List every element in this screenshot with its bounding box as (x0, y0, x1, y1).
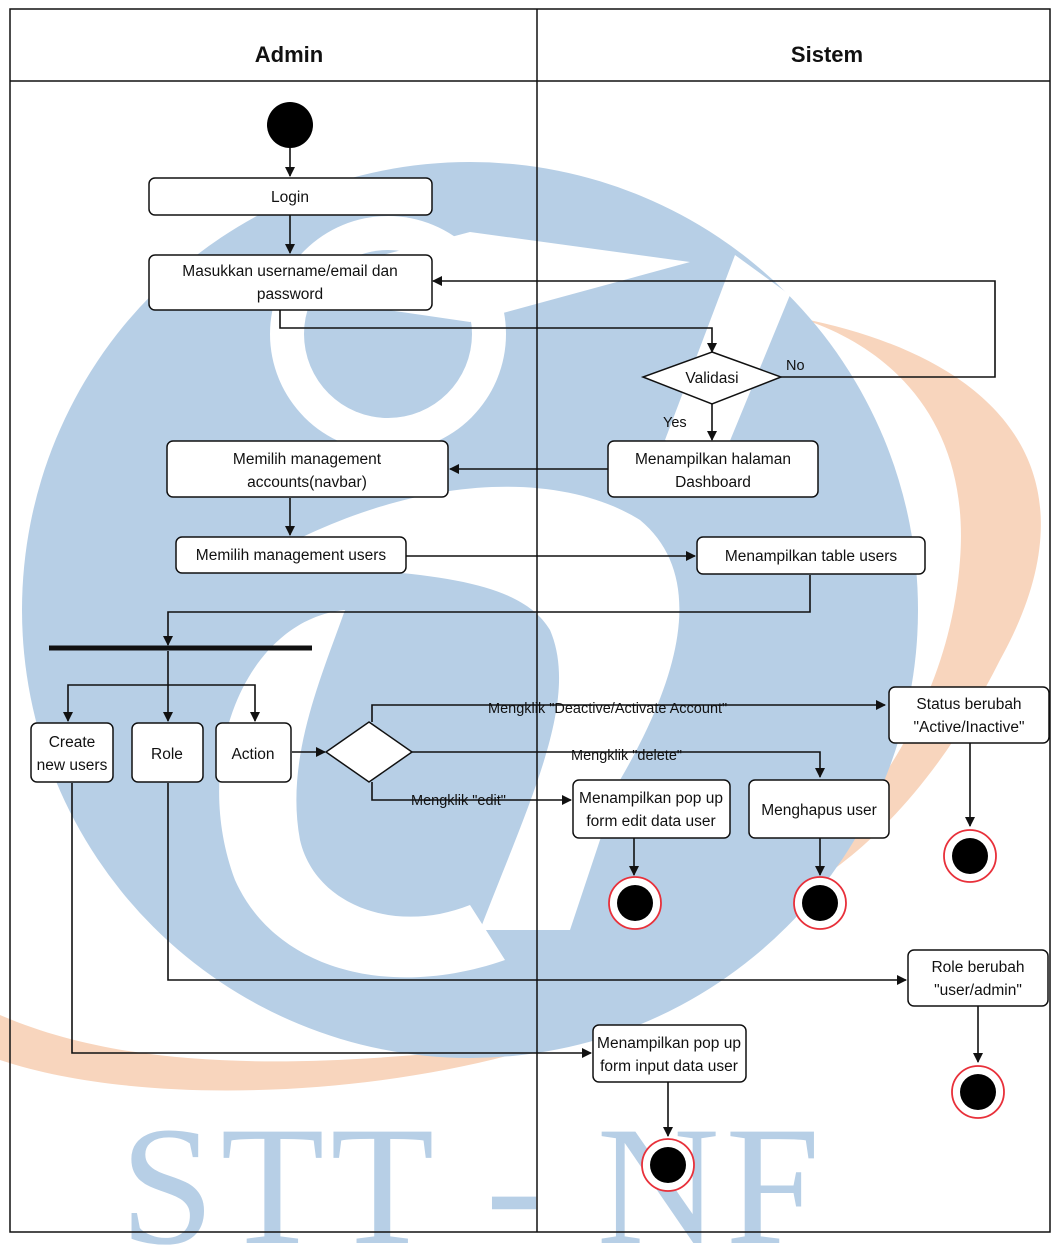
login-label: Login (271, 189, 309, 206)
end-node-status (943, 829, 997, 883)
role-change-label-line1: Role berubah (931, 959, 1024, 976)
dashboard-label-line2: Dashboard (675, 474, 751, 491)
status-action[interactable]: Status berubah "Active/Inactive" (888, 686, 1050, 744)
edge-create-popup (71, 783, 592, 1058)
action-action[interactable]: Action (215, 722, 292, 783)
validasi-decision[interactable]: Validasi (640, 351, 784, 405)
edge-masukkan-validasi (279, 310, 717, 353)
mgmt-users-action[interactable]: Memilih management users (175, 536, 407, 574)
end-node-role (951, 1065, 1005, 1119)
edge-label-yes: Yes (663, 415, 687, 431)
table-users-label: Menampilkan table users (725, 548, 898, 565)
swimlane-frame: Admin Sistem (9, 8, 1051, 1233)
mgmt-accounts-label-line1: Memilih management (233, 451, 382, 468)
role-label: Role (151, 746, 183, 763)
edge-table-fork (163, 575, 811, 646)
create-users-action[interactable]: Create new users (30, 722, 114, 783)
lane-admin-title: Admin (255, 42, 323, 67)
masukkan-label-line2: password (257, 286, 323, 303)
watermark-text: STT - NF (120, 1092, 826, 1254)
popup-input-label-line2: form input data user (600, 1058, 738, 1075)
popup-edit-action[interactable]: Menampilkan pop up form edit data user (572, 779, 731, 839)
hapus-action[interactable]: Menghapus user (748, 779, 890, 839)
login-action[interactable]: Login (148, 177, 433, 216)
action-label: Action (231, 746, 274, 763)
masukkan-label-line1: Masukkan username/email dan (182, 263, 397, 280)
create-label-line1: Create (49, 734, 96, 751)
edge-label-deactivate: Mengklik "Deactive/Activate Account" (488, 701, 727, 717)
edge-fork-create (63, 651, 169, 722)
start-node (267, 102, 313, 148)
role-change-action[interactable]: Role berubah "user/admin" (907, 949, 1049, 1007)
edge-role-change (167, 783, 907, 985)
edge-label-delete: Mengklik "delete" (571, 748, 682, 764)
edge-deactivate (371, 700, 886, 722)
edge-edit (371, 782, 572, 805)
action-decision[interactable] (324, 721, 414, 783)
masukkan-action[interactable]: Masukkan username/email dan password (148, 254, 433, 311)
role-change-label-line2: "user/admin" (934, 982, 1022, 999)
hapus-label: Menghapus user (761, 802, 876, 819)
mgmt-accounts-action[interactable]: Memilih management accounts(navbar) (166, 440, 449, 498)
nodes: Login Masukkan username/email dan passwo… (30, 102, 1050, 1192)
status-label-line1: Status berubah (916, 696, 1021, 713)
mgmt-users-label: Memilih management users (196, 547, 387, 564)
role-action[interactable]: Role (131, 722, 204, 783)
edge-delete (412, 751, 825, 778)
popup-edit-label-line2: form edit data user (586, 813, 715, 830)
edge-label-edit: Mengklik "edit" (411, 793, 506, 809)
edge-label-no: No (786, 358, 805, 374)
mgmt-accounts-label-line2: accounts(navbar) (247, 474, 367, 491)
popup-edit-label-line1: Menampilkan pop up (579, 790, 723, 807)
edge-fork-action (168, 684, 260, 722)
end-node-delete (793, 876, 847, 930)
create-label-line2: new users (37, 757, 108, 774)
end-node-edit (608, 876, 662, 930)
status-label-line2: "Active/Inactive" (914, 719, 1025, 736)
edges: No Yes Mengklik "Deactive/Activate Accou… (49, 148, 996, 1137)
edge-validasi-no (432, 276, 996, 378)
end-node-input (641, 1138, 695, 1192)
lane-sistem-title: Sistem (791, 42, 863, 67)
validasi-label: Validasi (685, 370, 738, 387)
popup-input-label-line1: Menampilkan pop up (597, 1035, 741, 1052)
dashboard-label-line1: Menampilkan halaman (635, 451, 791, 468)
popup-input-action[interactable]: Menampilkan pop up form input data user (592, 1024, 747, 1083)
table-users-action[interactable]: Menampilkan table users (696, 536, 926, 575)
dashboard-action[interactable]: Menampilkan halaman Dashboard (607, 440, 819, 498)
